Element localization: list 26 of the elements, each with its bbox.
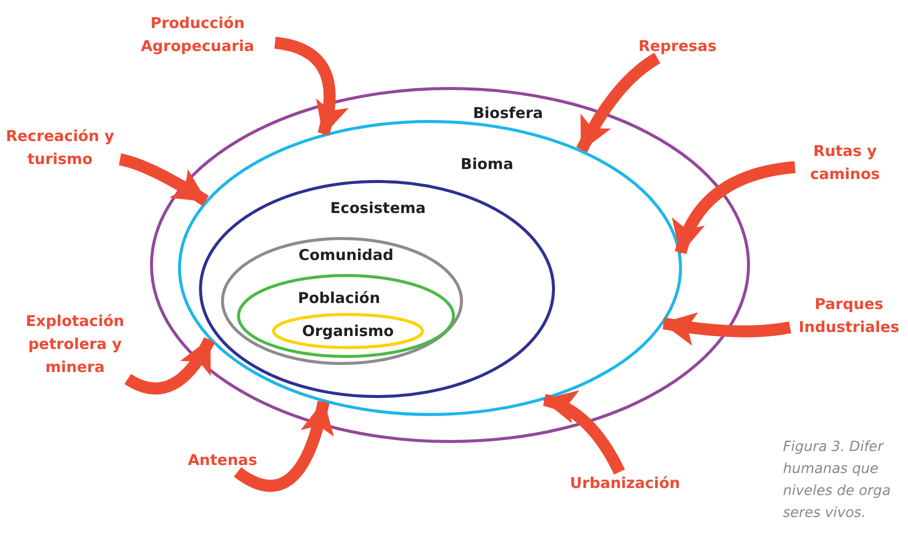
level-ellipse bbox=[221, 237, 463, 365]
activity-label: Antenas bbox=[180, 449, 265, 472]
activity-label: Explotación petrolera y minera bbox=[10, 310, 140, 379]
activity-label: Recreación y turismo bbox=[0, 125, 120, 171]
curved-arrow bbox=[576, 52, 660, 153]
curved-arrow bbox=[674, 161, 796, 254]
level-label: Ecosistema bbox=[330, 199, 426, 217]
activity-label: Rutas y caminos bbox=[795, 140, 895, 186]
level-label: Población bbox=[298, 289, 380, 307]
level-ellipse bbox=[237, 274, 455, 358]
activity-label: Represas bbox=[625, 35, 730, 58]
figure-caption: Figura 3. Difer humanas que niveles de orga seres vivos. bbox=[783, 438, 892, 523]
level-ellipse bbox=[272, 313, 424, 349]
curved-arrow bbox=[542, 392, 625, 475]
curved-arrow bbox=[662, 312, 791, 346]
level-ellipse bbox=[150, 87, 750, 443]
level-label: Organismo bbox=[302, 322, 394, 340]
activity-label: Urbanización bbox=[560, 472, 690, 495]
level-ellipse bbox=[199, 180, 555, 398]
activity-label: Parques Industriales bbox=[790, 293, 908, 339]
activity-label: Producción Agropecuaria bbox=[120, 12, 275, 58]
curved-arrow bbox=[118, 153, 209, 206]
level-label: Biosfera bbox=[472, 104, 544, 122]
level-ellipse bbox=[178, 120, 682, 416]
level-label: Bioma bbox=[460, 155, 514, 173]
level-label: Comunidad bbox=[298, 246, 394, 264]
